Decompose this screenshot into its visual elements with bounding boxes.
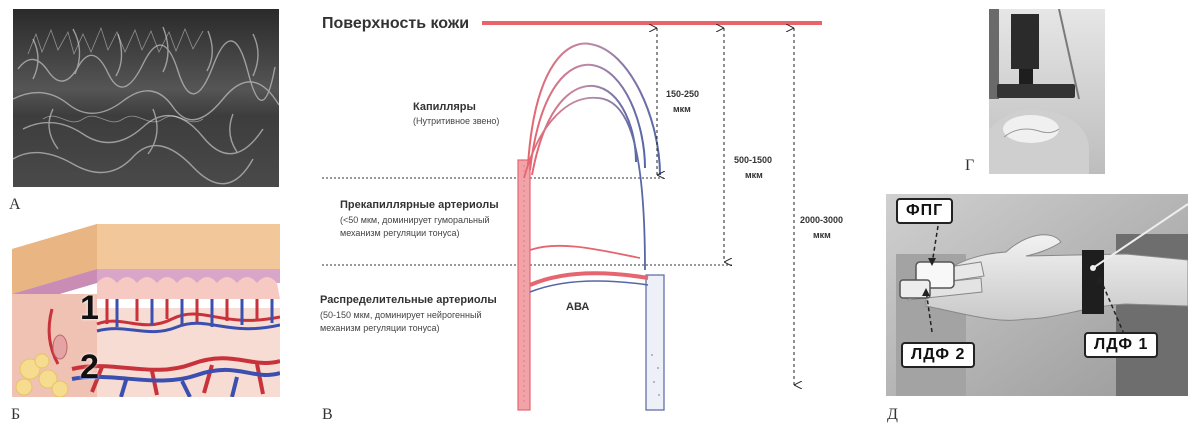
depth-2-value: 500-1500 xyxy=(734,155,772,165)
depth-3-unit: мкм xyxy=(813,230,831,240)
capillary-loops xyxy=(527,42,661,176)
plexus-1-label: 1 xyxy=(80,289,99,327)
depth-3-value: 2000-3000 xyxy=(800,215,843,225)
panel-a-micrograph xyxy=(13,9,279,187)
skin-surface-label: Поверхность кожи xyxy=(322,15,469,32)
panel-g-microscope-photo xyxy=(989,9,1105,174)
venule-trunk xyxy=(645,274,665,411)
panel-g-letter: Г xyxy=(965,157,975,174)
skin-section-drawing xyxy=(12,219,280,397)
panel-v-letter: В xyxy=(322,406,333,423)
capillaries-subtitle: (Нутритивное звено) xyxy=(413,116,499,126)
micrograph-texture xyxy=(13,9,279,187)
depth-1-value: 150-250 xyxy=(666,89,699,99)
distributing-subtitle-2: механизм регуляции тонуса) xyxy=(320,323,440,333)
precapillary-subtitle-1: (<50 мкм, доминирует гуморальный xyxy=(340,215,489,225)
ldf1-sensor-label: ЛДФ 1 xyxy=(1084,332,1159,358)
panel-b-skin-illustration xyxy=(12,219,280,397)
panel-d-letter: Д xyxy=(887,406,898,423)
distributing-title: Распределительные артериолы xyxy=(320,294,497,306)
depth-1-unit: мкм xyxy=(673,104,691,114)
capillaries-title: Капилляры xyxy=(413,101,476,113)
precapillary-subtitle-2: механизм регуляции тонуса) xyxy=(340,228,460,238)
ava-label: АВА xyxy=(566,301,589,313)
panel-a-letter: А xyxy=(9,196,21,213)
distributing-subtitle-1: (50-150 мкм, доминирует нейрогенный xyxy=(320,310,481,320)
ldf2-sensor-label: ЛДФ 2 xyxy=(901,342,976,368)
panel-b-letter: Б xyxy=(11,406,21,423)
depth-2-unit: мкм xyxy=(745,170,763,180)
arteriole-trunk xyxy=(517,159,531,411)
precapillary-arcade xyxy=(523,96,646,271)
microscope-drawing xyxy=(989,9,1105,174)
ppg-sensor-label: ФПГ xyxy=(896,198,954,224)
precapillary-title: Прекапиллярные артериолы xyxy=(340,199,499,211)
ava-shunt xyxy=(529,271,649,293)
plexus-2-label: 2 xyxy=(80,348,99,386)
